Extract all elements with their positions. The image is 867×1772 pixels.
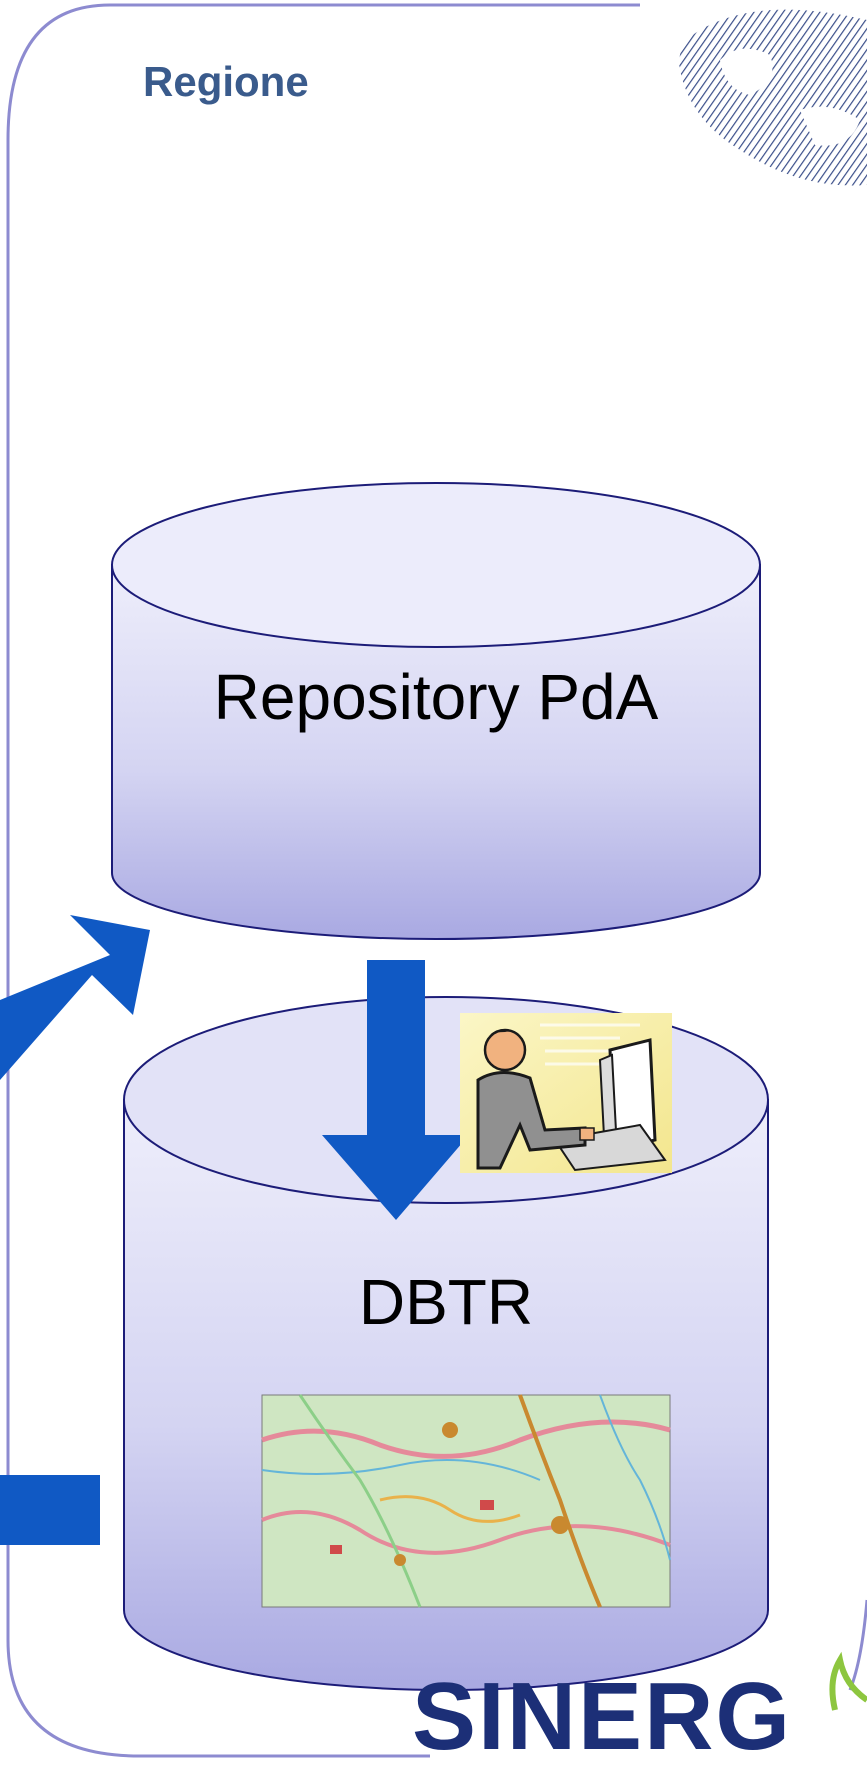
dbtr-db-label: DBTR [358, 1266, 534, 1338]
office-worker-computer-icon [460, 1013, 672, 1173]
topographic-map-icon [261, 1394, 671, 1608]
region-container [6, 3, 640, 1758]
repository-db-cylinder [111, 482, 761, 940]
down-arrow-icon [322, 960, 469, 1220]
region-container-right-edge [848, 1599, 867, 1691]
region-title: Regione [143, 58, 309, 105]
company-logo-text: SINERG [412, 1663, 793, 1770]
diagonal-arrow-icon [0, 915, 150, 1080]
repository-db-label: Repository PdA [213, 661, 659, 733]
logo-accent-icon [829, 1651, 867, 1711]
right-arrow-icon [0, 1475, 100, 1545]
world-globe-icon [679, 9, 867, 186]
